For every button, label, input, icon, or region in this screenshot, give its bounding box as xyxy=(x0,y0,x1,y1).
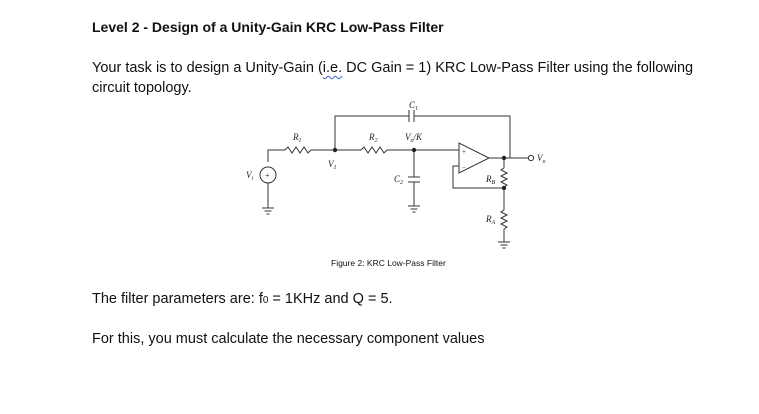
r1-resistor xyxy=(284,146,312,154)
page-heading: Level 2 - Design of a Unity-Gain KRC Low… xyxy=(92,19,444,35)
ra-resistor xyxy=(499,209,509,230)
intro-text-before: Your task is to design a Unity-Gain ( xyxy=(92,60,323,76)
node-vok xyxy=(411,147,417,153)
r2-resistor xyxy=(360,146,388,154)
intro-ie-spellcheck: i.e. xyxy=(322,60,343,76)
label-ra: RA xyxy=(485,214,496,226)
wire-feedback-left xyxy=(334,115,409,150)
label-v1: V1 xyxy=(328,159,337,171)
wire-neg-input xyxy=(452,165,504,189)
instruction-text: For this, you must calculate the necessa… xyxy=(92,331,485,347)
c2-ground xyxy=(408,205,420,213)
wire-input xyxy=(267,149,285,162)
label-c2: C2 xyxy=(394,174,403,186)
intro-paragraph: Your task is to design a Unity-Gain (i.e… xyxy=(92,58,732,98)
vo-terminal xyxy=(527,154,535,162)
params-text-after: = 1KHz and Q = 5. xyxy=(268,291,393,307)
node-rb-ra xyxy=(501,185,507,191)
wire-feedback-right xyxy=(414,115,511,158)
figure-caption: Figure 2: KRC Low-Pass Filter xyxy=(331,258,446,268)
intro-text-after: DC Gain = 1) KRC Low-Pass Filter using t… xyxy=(92,60,694,96)
source-plus-sign: + xyxy=(265,171,270,180)
label-r1: R1 xyxy=(292,132,302,144)
label-vo: Vo xyxy=(537,153,546,165)
label-r2: R2 xyxy=(368,132,378,144)
node-v1 xyxy=(332,147,338,153)
wire-source-ground xyxy=(262,183,274,215)
op-amp-triangle xyxy=(458,142,491,174)
params-f0-subscript: 0 xyxy=(262,295,269,306)
ra-ground xyxy=(498,241,510,249)
label-c1: C1 xyxy=(409,100,418,112)
filter-parameters: The filter parameters are: f0 = 1KHz and… xyxy=(92,291,393,307)
wire-c2 xyxy=(408,150,420,206)
c1-capacitor xyxy=(408,110,415,122)
label-vi: Vi xyxy=(246,170,254,182)
rb-resistor xyxy=(499,167,509,188)
opamp-plus-sign: + xyxy=(462,148,466,156)
opamp-minus-sign: − xyxy=(462,164,466,172)
label-rb: RB xyxy=(485,174,496,186)
label-vok: Vo/K xyxy=(405,132,423,144)
node-vo xyxy=(501,155,507,161)
krc-lowpass-circuit-diagram: + + − C1 R1 R2 Vo/K V1 C2 Vi Vo RB RA xyxy=(246,100,546,249)
params-text-before: The filter parameters are: f xyxy=(92,291,263,307)
